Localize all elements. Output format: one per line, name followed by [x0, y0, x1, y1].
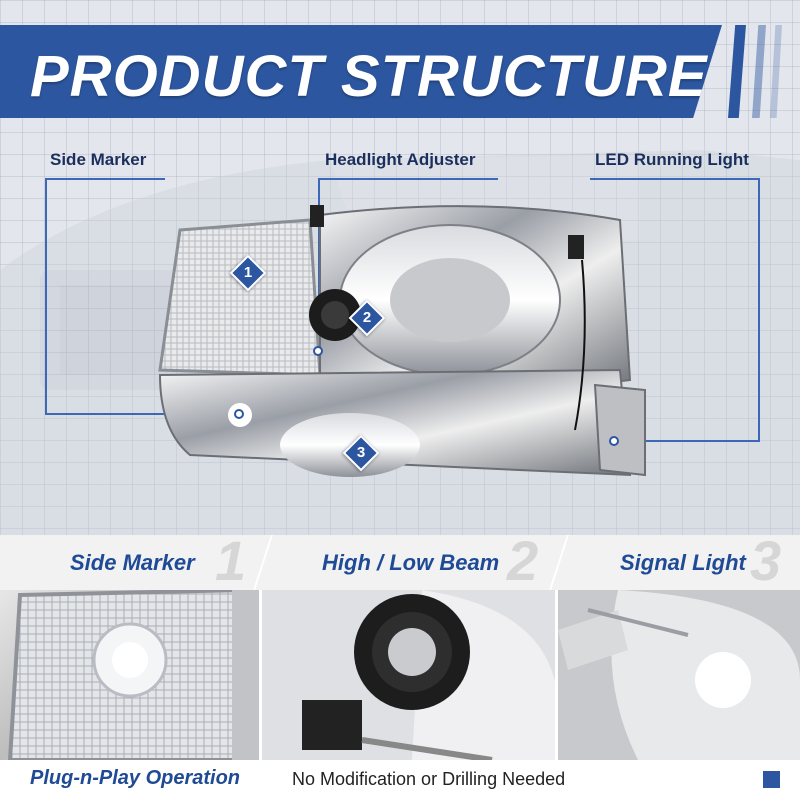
feature-label: Side Marker: [70, 550, 195, 575]
callout-headlight-adjuster: Headlight Adjuster: [325, 150, 476, 169]
footer-bar: Plug-n-Play Operation No Modification or…: [0, 760, 800, 800]
feature-row: 1 Side Marker 2 High / Low Beam 3 Signal…: [0, 529, 800, 592]
callout-dot: [313, 346, 323, 356]
callout-side-marker: Side Marker: [50, 150, 147, 169]
leader-line: [318, 178, 498, 180]
leader-line: [590, 178, 760, 180]
feature-high-low-beam: 2 High / Low Beam: [262, 529, 558, 592]
feature-label: Signal Light: [620, 550, 746, 575]
feature-signal-light: 3 Signal Light: [558, 529, 800, 592]
feature-number: 3: [750, 529, 782, 592]
banner-stripe-decoration: [752, 25, 766, 118]
banner-stripe-decoration: [770, 25, 782, 118]
leader-line: [758, 178, 760, 442]
side-marker-detail-image: [0, 590, 262, 760]
leader-line: [618, 440, 760, 442]
feature-label: High / Low Beam: [322, 550, 500, 575]
leader-line: [45, 178, 47, 414]
signal-light-detail-image: [558, 590, 800, 760]
headlight-assembly-image: [158, 205, 646, 477]
callout-dot: [234, 409, 244, 419]
leader-line: [45, 413, 240, 415]
product-structure-panel: PRODUCT STRUCTURE Side Marker Headlight …: [0, 0, 800, 535]
footer-text: No Modification or Drilling Needed: [292, 769, 566, 789]
leader-line: [45, 178, 165, 180]
title-banner: PRODUCT STRUCTURE: [0, 25, 722, 118]
feature-side-marker: 1 Side Marker: [0, 529, 262, 592]
high-low-beam-detail-image: [262, 590, 558, 760]
badge-number: 2: [362, 309, 372, 326]
feature-number: 1: [215, 529, 247, 592]
callout-dot: [609, 436, 619, 446]
footer-square-decoration: [763, 771, 780, 788]
footer-highlight: Plug-n-Play Operation: [30, 767, 241, 789]
page-title: PRODUCT STRUCTURE: [30, 44, 708, 109]
feature-number: 2: [507, 529, 539, 592]
banner-stripe-decoration: [728, 25, 746, 118]
badge-number: 1: [243, 264, 253, 281]
badge-number: 3: [356, 444, 366, 461]
detail-photo-row: [0, 590, 800, 760]
callout-led-running-light: LED Running Light: [595, 150, 749, 169]
